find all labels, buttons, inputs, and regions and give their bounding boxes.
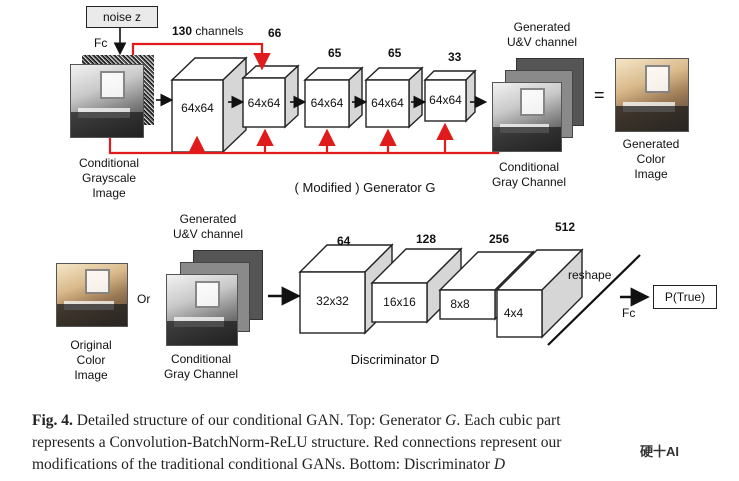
input-caption-1: Conditional [78, 156, 140, 170]
p-true-label: P(True) [664, 290, 706, 304]
original-caption-1: Original [70, 338, 112, 352]
disc-uv-label-2: U&V channel [172, 227, 244, 241]
fc-top-label: Fc [94, 36, 108, 50]
output-caption-1: Generated [622, 137, 680, 151]
disc-ch-128: 128 [416, 232, 437, 246]
gen-block-label-2: 64x64 [247, 96, 281, 110]
gen-uv-label-1: Generated [513, 20, 571, 34]
disc-cond-gray-2: Gray Channel [163, 367, 239, 381]
disc-block-label-1: 32x32 [316, 294, 349, 308]
gen-block-label-3: 64x64 [310, 96, 344, 110]
gen-cube-1 [170, 56, 248, 154]
gen-cond-gray-2: Gray Channel [491, 175, 567, 189]
channels-65b: 65 [388, 46, 402, 60]
disc-block-label-4: 4x4 [503, 306, 524, 320]
disc-block-label-3: 8x8 [450, 297, 470, 311]
equals-sign: = [594, 85, 605, 105]
red-connections-bottom [108, 138, 500, 155]
caption-line-2: represents a Convolution-BatchNorm-ReLU … [32, 434, 562, 451]
original-caption-2: Color [76, 353, 106, 367]
disc-ch-256: 256 [489, 232, 510, 246]
gen-cube-4 [364, 66, 424, 129]
figure-caption: Fig. 4. Detailed structure of our condit… [32, 410, 732, 476]
gen-cube-5 [423, 69, 477, 123]
original-caption-3: Image [74, 368, 108, 382]
input-caption-3: Image [92, 186, 126, 200]
disc-block-label-2: 16x16 [383, 295, 416, 309]
generator-title: ( Modified ) Generator G [294, 180, 436, 195]
gen-block-label-5: 64x64 [429, 93, 462, 107]
channels-65a: 65 [328, 46, 342, 60]
reshape-label: reshape [568, 268, 612, 282]
disc-fc-label: Fc [622, 306, 636, 320]
input-grayscale-image [70, 64, 144, 138]
caption-line-3: modifications of the traditional conditi… [32, 456, 506, 473]
disc-cube-4 [495, 248, 584, 339]
generated-color-image [615, 58, 689, 132]
disc-ch-512: 512 [555, 220, 576, 234]
noise-label: noise z [102, 10, 142, 24]
noise-box: noise z [86, 6, 158, 28]
output-caption-2: Color [636, 152, 666, 166]
disc-uv-label-1: Generated [179, 212, 237, 226]
discriminator-title: Discriminator D [350, 352, 440, 367]
caption-line-1: Fig. 4. Detailed structure of our condit… [32, 412, 561, 429]
gen-block-label-1: 64x64 [181, 101, 214, 115]
disc-cond-gray-1: Conditional [170, 352, 232, 366]
output-caption-3: Image [634, 167, 668, 181]
disc-ch-64: 64 [337, 234, 351, 248]
channels-66: 66 [268, 26, 282, 40]
channels-33: 33 [448, 50, 462, 64]
gen-cond-gray-1: Conditional [498, 160, 560, 174]
input-caption-2: Grayscale [81, 171, 137, 185]
gen-block-label-4: 64x64 [371, 96, 404, 110]
gen-uv-label-2: U&V channel [506, 35, 578, 49]
gen-gray-channel-image [492, 82, 562, 152]
original-color-image [56, 263, 128, 327]
p-true-box: P(True) [653, 285, 717, 309]
reshape-line [547, 254, 641, 346]
channels-130: 130 channels [172, 24, 244, 38]
watermark: 硬十AI [640, 444, 680, 459]
disc-gray-channel-image [166, 274, 238, 346]
or-label: Or [137, 292, 151, 306]
